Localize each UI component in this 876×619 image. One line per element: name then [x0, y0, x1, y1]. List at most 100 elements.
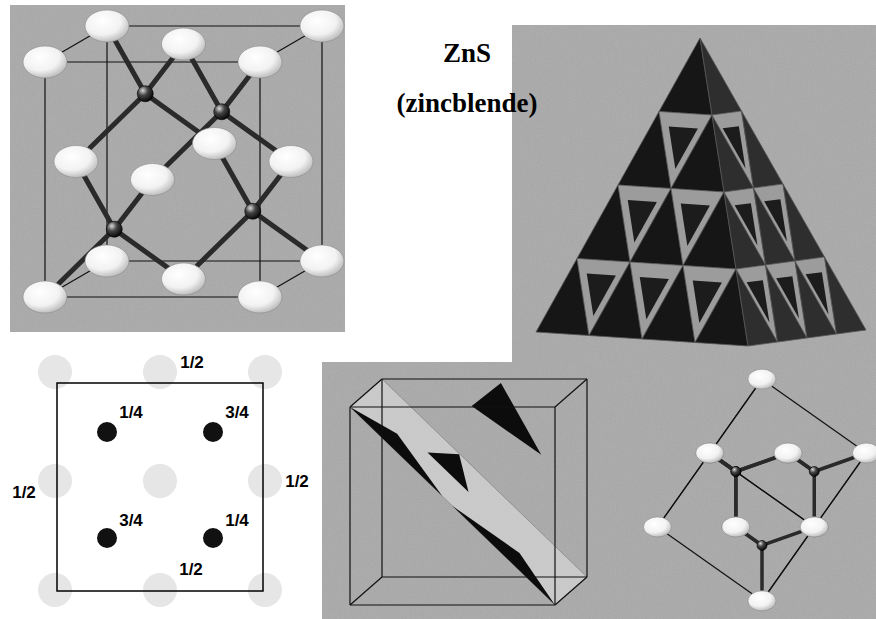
cell-edge [381, 379, 382, 577]
sulfur-projection [143, 464, 177, 498]
sulfur-atom [23, 46, 67, 78]
sulfur-atom [85, 10, 129, 42]
sulfur-atom [722, 517, 750, 537]
zinc-atom [245, 203, 261, 219]
cell-edge [555, 577, 587, 605]
bond [90, 94, 145, 148]
sulfur-atom [643, 517, 671, 537]
height-label: 3/4 [119, 512, 143, 530]
inner-tetrahedron [747, 280, 770, 322]
sulfur-atom [774, 443, 802, 463]
cell-edge [814, 453, 866, 527]
cell-edge [45, 61, 260, 62]
bond [736, 457, 778, 472]
tetrahedron-face [428, 452, 469, 492]
cell-edge [710, 453, 815, 527]
sulfur-atom [300, 245, 344, 277]
inner-tetrahedron [764, 199, 787, 241]
title: ZnS (zincblende) [378, 28, 556, 128]
bond [191, 58, 222, 112]
cell-edge [44, 62, 45, 297]
cell-edge [710, 453, 815, 527]
cell-edge [321, 26, 322, 261]
cell-edge [657, 527, 762, 601]
cell-edge [350, 604, 555, 605]
bond [762, 531, 804, 546]
sulfur-atom [238, 281, 282, 313]
sulfur-atom [23, 281, 67, 313]
sulfur-projection [143, 573, 177, 607]
zinc-projection [97, 422, 117, 442]
panel-texture [512, 25, 876, 365]
height-label: 1/4 [225, 512, 249, 530]
tetrahedron [742, 111, 784, 188]
sulfur-atom [162, 263, 206, 295]
sulfur-atom [300, 10, 344, 42]
cell-edge [554, 407, 555, 605]
panel-texture [322, 362, 876, 619]
sulfur-atom [696, 443, 724, 463]
inner-tetrahedron [735, 203, 758, 245]
height-label: 1/4 [119, 404, 143, 422]
bond [197, 211, 252, 265]
sulfur-atom [131, 164, 175, 196]
inner-tetrahedron [723, 126, 746, 168]
cell-edge [762, 527, 814, 601]
sulfur-projection [38, 464, 72, 498]
diagonal-view-cell [643, 369, 876, 611]
tetrahedron [783, 184, 825, 261]
cell-edge [107, 260, 322, 261]
cell-edge [657, 453, 709, 527]
bond [84, 175, 115, 229]
cell-edge [657, 453, 709, 527]
sulfur-atom [800, 517, 828, 537]
zinc-atom [106, 221, 122, 237]
sulfur-atom [722, 517, 750, 537]
bond [145, 94, 200, 134]
zinc-atom [214, 104, 230, 120]
zinc-projection [97, 528, 117, 548]
zinc-atom [731, 467, 741, 477]
sulfur-atom [748, 369, 776, 389]
sulfur-atom [696, 443, 724, 463]
zinc-atom [137, 86, 153, 102]
tetrahedron [700, 38, 742, 115]
cell-edge [555, 379, 587, 407]
cell-edge [762, 527, 814, 601]
cell-edge [350, 406, 555, 407]
cell-edge [107, 25, 322, 26]
tetrahedron-face [472, 383, 542, 455]
bond [736, 457, 778, 472]
cell-edge [350, 379, 382, 407]
height-label: 1/2 [179, 561, 203, 579]
tetrahedron-face [453, 506, 556, 605]
panel-texture [10, 5, 345, 332]
sulfur-atom [238, 46, 282, 78]
cell-edge [710, 379, 762, 453]
panel-background [512, 25, 876, 365]
zinc-atom [809, 467, 819, 477]
sulfur-atom [696, 443, 724, 463]
sulfur-atom [774, 443, 802, 463]
cell-edge [382, 576, 587, 577]
sulfur-projection [38, 355, 72, 389]
cell-edge [586, 379, 587, 577]
inner-tetrahedron [806, 272, 829, 314]
plane-cube [350, 379, 587, 605]
sulfur-atom [800, 517, 828, 537]
sulfur-atom [54, 146, 98, 178]
bond [734, 472, 738, 516]
cell-edge [814, 453, 866, 527]
tetrahedron-face [350, 407, 442, 496]
zinc-projection [203, 528, 223, 548]
height-label: 3/4 [225, 404, 249, 422]
projection [38, 355, 282, 607]
cell-edge [762, 379, 867, 453]
bond [813, 472, 817, 516]
inner-tetrahedron [776, 276, 799, 318]
height-label: 1/2 [285, 473, 309, 491]
bond [734, 472, 738, 516]
sulfur-atom [269, 146, 313, 178]
cell-edge [710, 379, 762, 453]
